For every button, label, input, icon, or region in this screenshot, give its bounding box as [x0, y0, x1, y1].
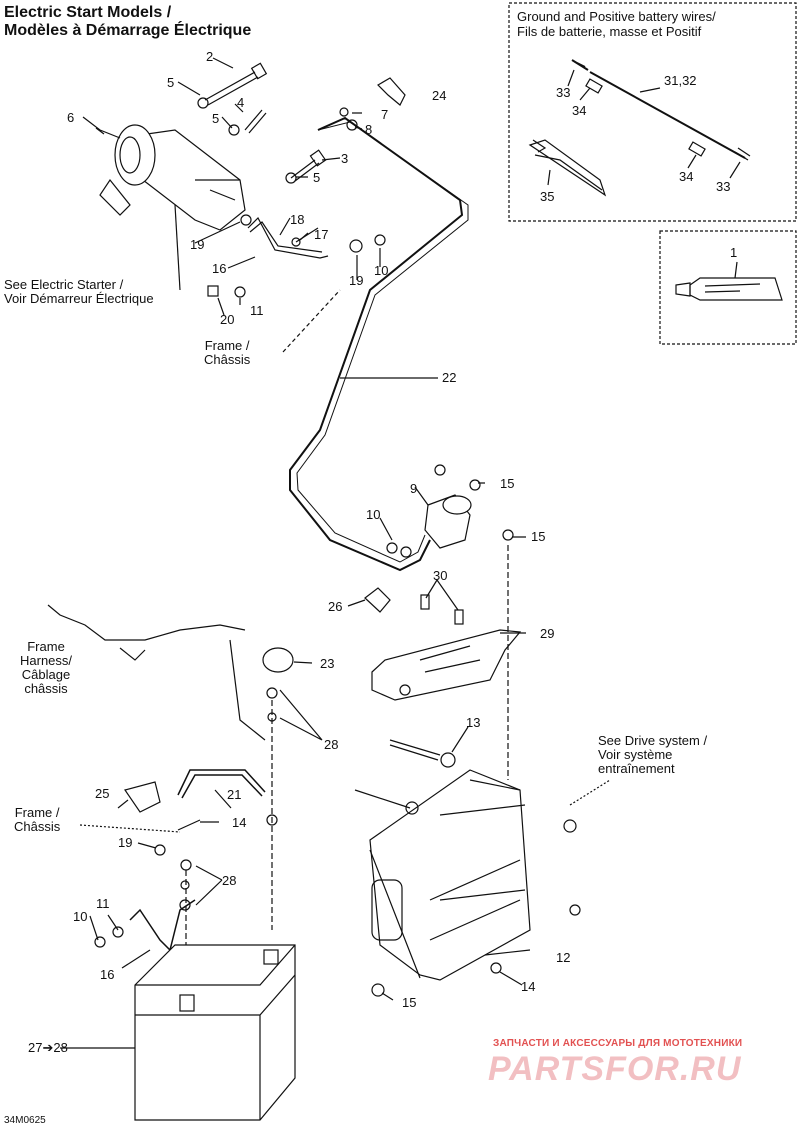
bracket-29	[371, 629, 522, 701]
part-label-3: 3	[341, 151, 349, 166]
see-drive-system-line3: entraînement	[598, 761, 675, 776]
part-label-15a: 15	[500, 476, 515, 491]
frame-harness-line3: Câblage	[21, 667, 71, 682]
frame-note-bottom-fr: Châssis	[14, 819, 61, 834]
part-label-11b: 11	[96, 896, 110, 911]
part-label-10a: 10	[374, 263, 389, 278]
part-label-14a: 14	[232, 815, 247, 830]
part-label-19b: 19	[349, 273, 364, 288]
inset-label-33b: 33	[716, 179, 731, 194]
see-drive-system-line2: Voir système	[598, 747, 673, 762]
part-label-5b: 5	[212, 111, 220, 126]
part-label-1: 1	[730, 245, 738, 260]
crimping-tool	[528, 139, 607, 197]
bolt-4	[244, 109, 267, 134]
part-label-15c: 15	[402, 995, 417, 1010]
battery-tray-12	[369, 769, 531, 981]
part-label-15b: 15	[531, 529, 546, 544]
part-label-2: 2	[206, 49, 214, 64]
frame-note-top: Frame / Châssis	[204, 339, 250, 367]
part-label-18: 18	[290, 212, 305, 227]
part-label-13: 13	[466, 715, 481, 730]
part-label-9: 9	[410, 481, 418, 496]
part-label-21: 21	[227, 787, 242, 802]
part-label-22: 22	[442, 370, 457, 385]
ground-cable-16-lower	[129, 899, 196, 952]
positive-cable	[589, 71, 746, 159]
pad-30-b	[454, 609, 464, 625]
inset-label-34b: 34	[679, 169, 694, 184]
part-label-14b: 14	[521, 979, 536, 994]
inset-label-33a: 33	[556, 85, 571, 100]
page-title: Electric Start Models / Modèles à Démarr…	[4, 4, 251, 40]
see-drive-system-note: See Drive system / Voir système entraîne…	[598, 734, 707, 776]
part-label-24: 24	[432, 88, 447, 103]
part-label-8: 8	[365, 122, 373, 137]
bolt-2	[204, 71, 259, 106]
bolt-13	[389, 739, 441, 761]
inset-label-35: 35	[540, 189, 555, 204]
pad-30-a	[420, 594, 430, 610]
cable-21	[177, 769, 266, 799]
see-electric-starter-note: See Electric Starter / Voir Démarreur Él…	[4, 278, 154, 306]
frame-note-bottom-en: Frame /	[14, 805, 60, 820]
part-label-26: 26	[328, 599, 343, 614]
terminal-cap-23	[262, 647, 294, 673]
boot-25	[124, 781, 161, 813]
part-label-6: 6	[67, 110, 75, 125]
part-label-7: 7	[381, 107, 389, 122]
part-label-19c: 19	[118, 835, 133, 850]
frame-harness-line2: Harness/	[20, 653, 73, 668]
battery-27	[134, 944, 296, 1121]
title-line-en: Electric Start Models /	[4, 4, 172, 21]
part-label-30: 30	[433, 568, 448, 583]
battery-wires-title-fr: Fils de batterie, masse et Positif	[517, 24, 702, 39]
watermark-tagline: ЗАПЧАСТИ И АКСЕССУАРЫ ДЛЯ МОТОТЕХНИКИ	[493, 1038, 743, 1049]
frame-harness-line1: Frame	[27, 639, 65, 654]
frame-note-bottom: Frame / Châssis	[14, 806, 60, 834]
frame-harness-note: Frame Harness/ Câblage châssis	[20, 640, 72, 696]
part-label-17: 17	[314, 227, 329, 242]
ground-cable-16	[247, 217, 329, 259]
watermark-logo: PARTSFOR.RU	[488, 1050, 742, 1088]
figure-code: 34M0625	[4, 1115, 46, 1126]
part-label-28b: 28	[222, 873, 237, 888]
part-label-5c: 5	[313, 170, 321, 185]
part-label-12: 12	[556, 950, 571, 965]
positive-cable-22	[289, 116, 464, 572]
sealant-inset-box	[659, 230, 797, 345]
frame-harness	[47, 604, 266, 741]
inset-label-34a: 34	[572, 103, 587, 118]
frame-harness-line4: châssis	[24, 681, 68, 696]
part-label-29: 29	[540, 626, 555, 641]
see-electric-starter-fr: Voir Démarreur Électrique	[4, 291, 154, 306]
battery-wires-title-en: Ground and Positive battery wires/	[517, 9, 716, 24]
part-label-11a: 11	[250, 303, 264, 318]
cable-boot-24	[377, 77, 406, 106]
sealant-tube	[689, 277, 783, 301]
title-line-fr: Modèles à Démarrage Électrique	[4, 22, 252, 39]
part-label-19a: 19	[190, 237, 205, 252]
battery-wires-inset-box	[508, 2, 797, 222]
inset-label-31-32: 31,32	[664, 73, 697, 88]
part-label-16a: 16	[212, 261, 227, 276]
part-label-20: 20	[220, 312, 235, 327]
part-label-4: 4	[237, 95, 245, 110]
part-label-5a: 5	[167, 75, 175, 90]
part-label-10b: 10	[366, 507, 381, 522]
see-electric-starter-en: See Electric Starter /	[4, 277, 124, 292]
see-drive-system-line1: See Drive system /	[598, 733, 708, 748]
part-label-25: 25	[95, 786, 110, 801]
part-label-27-28: 27➔28	[28, 1040, 68, 1055]
part-label-28a: 28	[324, 737, 339, 752]
part-label-10c: 10	[73, 909, 88, 924]
part-label-23: 23	[320, 656, 335, 671]
terminal-boot-26	[364, 587, 391, 613]
battery-wires-title: Ground and Positive battery wires/ Fils …	[517, 9, 716, 39]
bolt-13b	[354, 789, 411, 809]
frame-note-top-en: Frame /	[204, 338, 250, 353]
part-label-16b: 16	[100, 967, 115, 982]
frame-note-top-fr: Châssis	[204, 352, 251, 367]
